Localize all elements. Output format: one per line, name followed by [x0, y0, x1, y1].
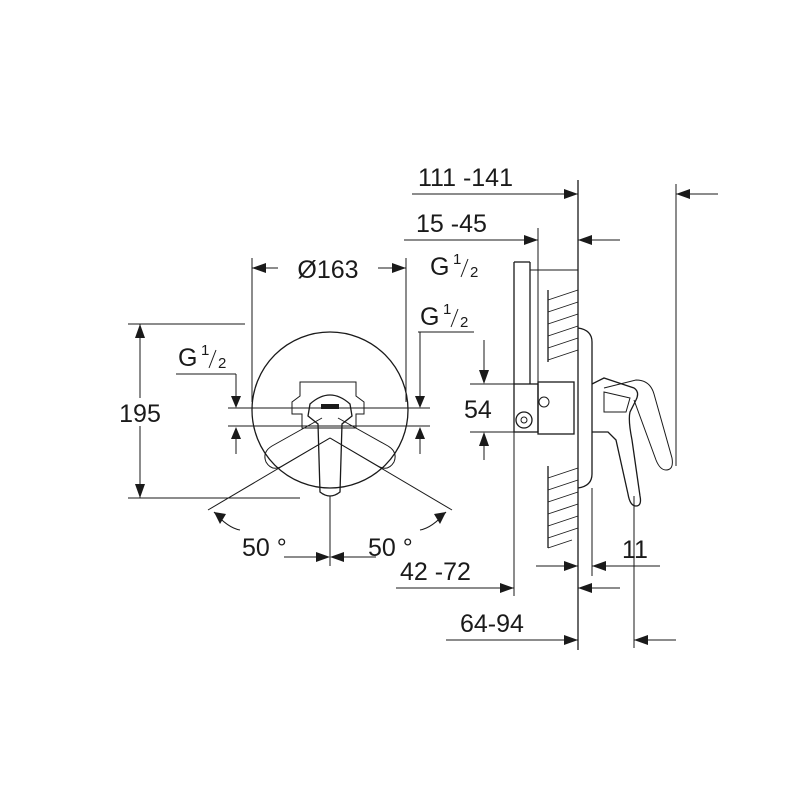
- connection-top-label: G 1 2: [430, 251, 478, 281]
- angle-left-label: 50 °: [242, 534, 287, 562]
- handle-rotated-right: [329, 417, 396, 469]
- side-view: 111 -141 15 -45 G 1 2 54 42 -72: [396, 164, 718, 650]
- inlet-fitting-lower: [515, 411, 533, 429]
- svg-text:G: G: [178, 344, 197, 372]
- svg-text:1: 1: [453, 251, 461, 268]
- connection-right-label: G 1 2: [420, 301, 468, 331]
- body-depth-label: 15 -45: [416, 210, 487, 238]
- mixer-cartridge-outline: [291, 381, 365, 429]
- handle-side-profile: [591, 377, 642, 507]
- wall-hatch-lower: [547, 466, 579, 549]
- overall-depth-label: 111 -141: [418, 164, 513, 192]
- svg-text:G: G: [420, 303, 439, 331]
- svg-text:2: 2: [470, 264, 478, 281]
- connection-left-label: G 1 2: [178, 342, 226, 372]
- escutcheon-profile: [577, 327, 593, 489]
- escutcheon-plate: [251, 331, 409, 489]
- diameter-label: Ø163: [297, 256, 358, 284]
- wall-hatch-upper: [547, 289, 579, 362]
- svg-text:2: 2: [460, 314, 468, 331]
- inlet-fitting-upper: [538, 396, 550, 408]
- handle-rotated-up: [603, 379, 673, 471]
- svg-text:1: 1: [443, 301, 451, 318]
- wall-plate-label: 11: [622, 536, 648, 564]
- rough-in-label: 42 -72: [400, 558, 471, 586]
- svg-text:2: 2: [218, 355, 226, 372]
- svg-text:1: 1: [201, 342, 209, 359]
- front-view: Ø163 195 G 1 2 G 1 2: [112, 255, 474, 566]
- projection-label: 64-94: [460, 610, 524, 638]
- inlet-spacing-label: 54: [464, 396, 492, 424]
- inlet-block: [513, 383, 539, 433]
- handle-lever: [307, 394, 353, 497]
- svg-text:G: G: [430, 253, 449, 281]
- angle-right-label: 50 °: [368, 534, 413, 562]
- height-label: 195: [119, 400, 161, 428]
- handle-rotated-left: [264, 417, 331, 469]
- valve-body: [537, 381, 575, 435]
- logo-mark: [321, 404, 339, 409]
